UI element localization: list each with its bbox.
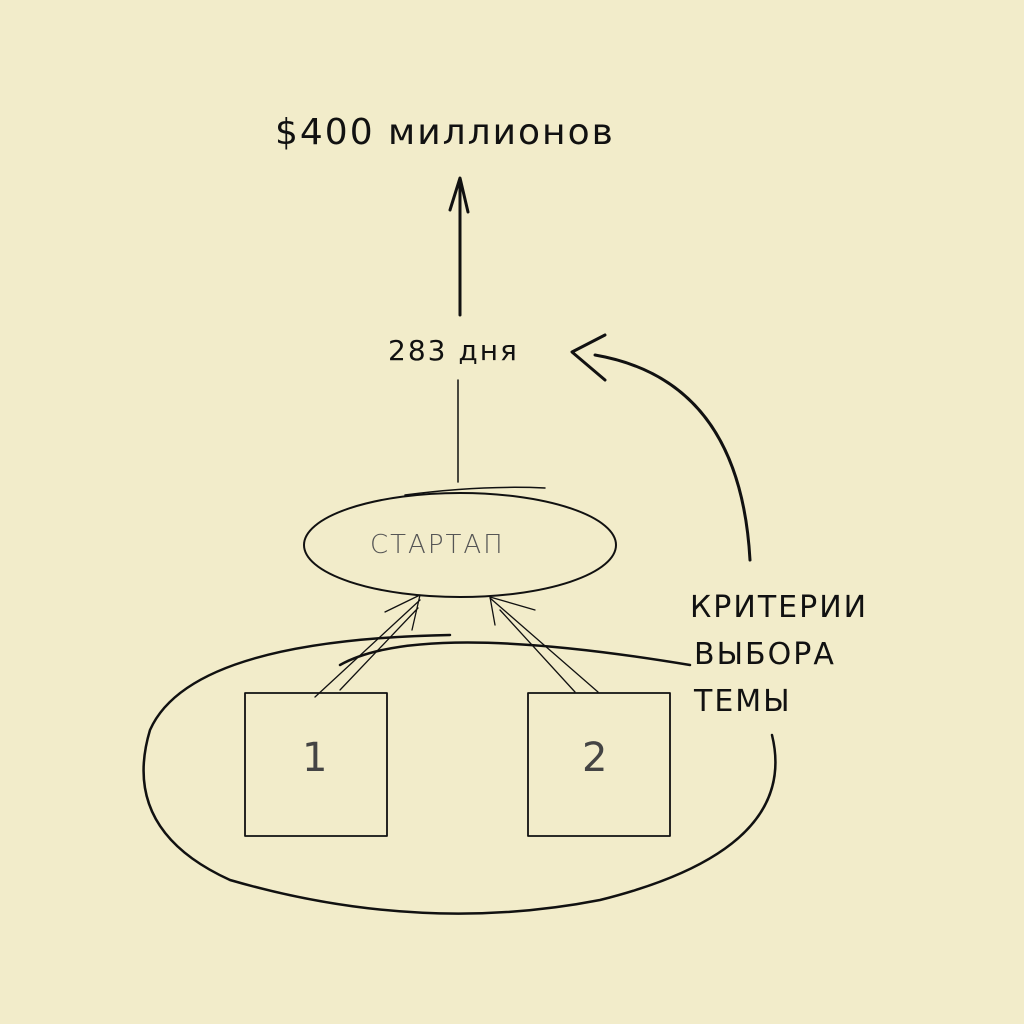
arrow-box1-startup bbox=[314, 594, 421, 698]
goal-label: $400 миллионов bbox=[275, 112, 615, 153]
startup-ellipse bbox=[303, 492, 617, 598]
box-2-label: 2 bbox=[582, 735, 610, 781]
criteria-line-3: ТЕМЫ bbox=[694, 684, 792, 719]
criteria-arrow bbox=[593, 353, 752, 562]
arrow-box2-startup bbox=[489, 596, 599, 693]
duration-label: 283 дня bbox=[388, 334, 519, 367]
criteria-line-1: КРИТЕРИИ bbox=[690, 590, 869, 625]
box-2 bbox=[527, 692, 671, 837]
arrow-head-goal bbox=[448, 176, 470, 214]
startup-label: СТАРТАП bbox=[370, 530, 505, 560]
box-1 bbox=[244, 692, 388, 837]
criteria-arrow-head bbox=[570, 333, 607, 382]
box-1-label: 1 bbox=[302, 735, 330, 781]
criteria-ellipse bbox=[142, 633, 777, 915]
startup-ellipse-stroke bbox=[404, 486, 546, 496]
criteria-line-2: ВЫБОРА bbox=[694, 637, 836, 672]
